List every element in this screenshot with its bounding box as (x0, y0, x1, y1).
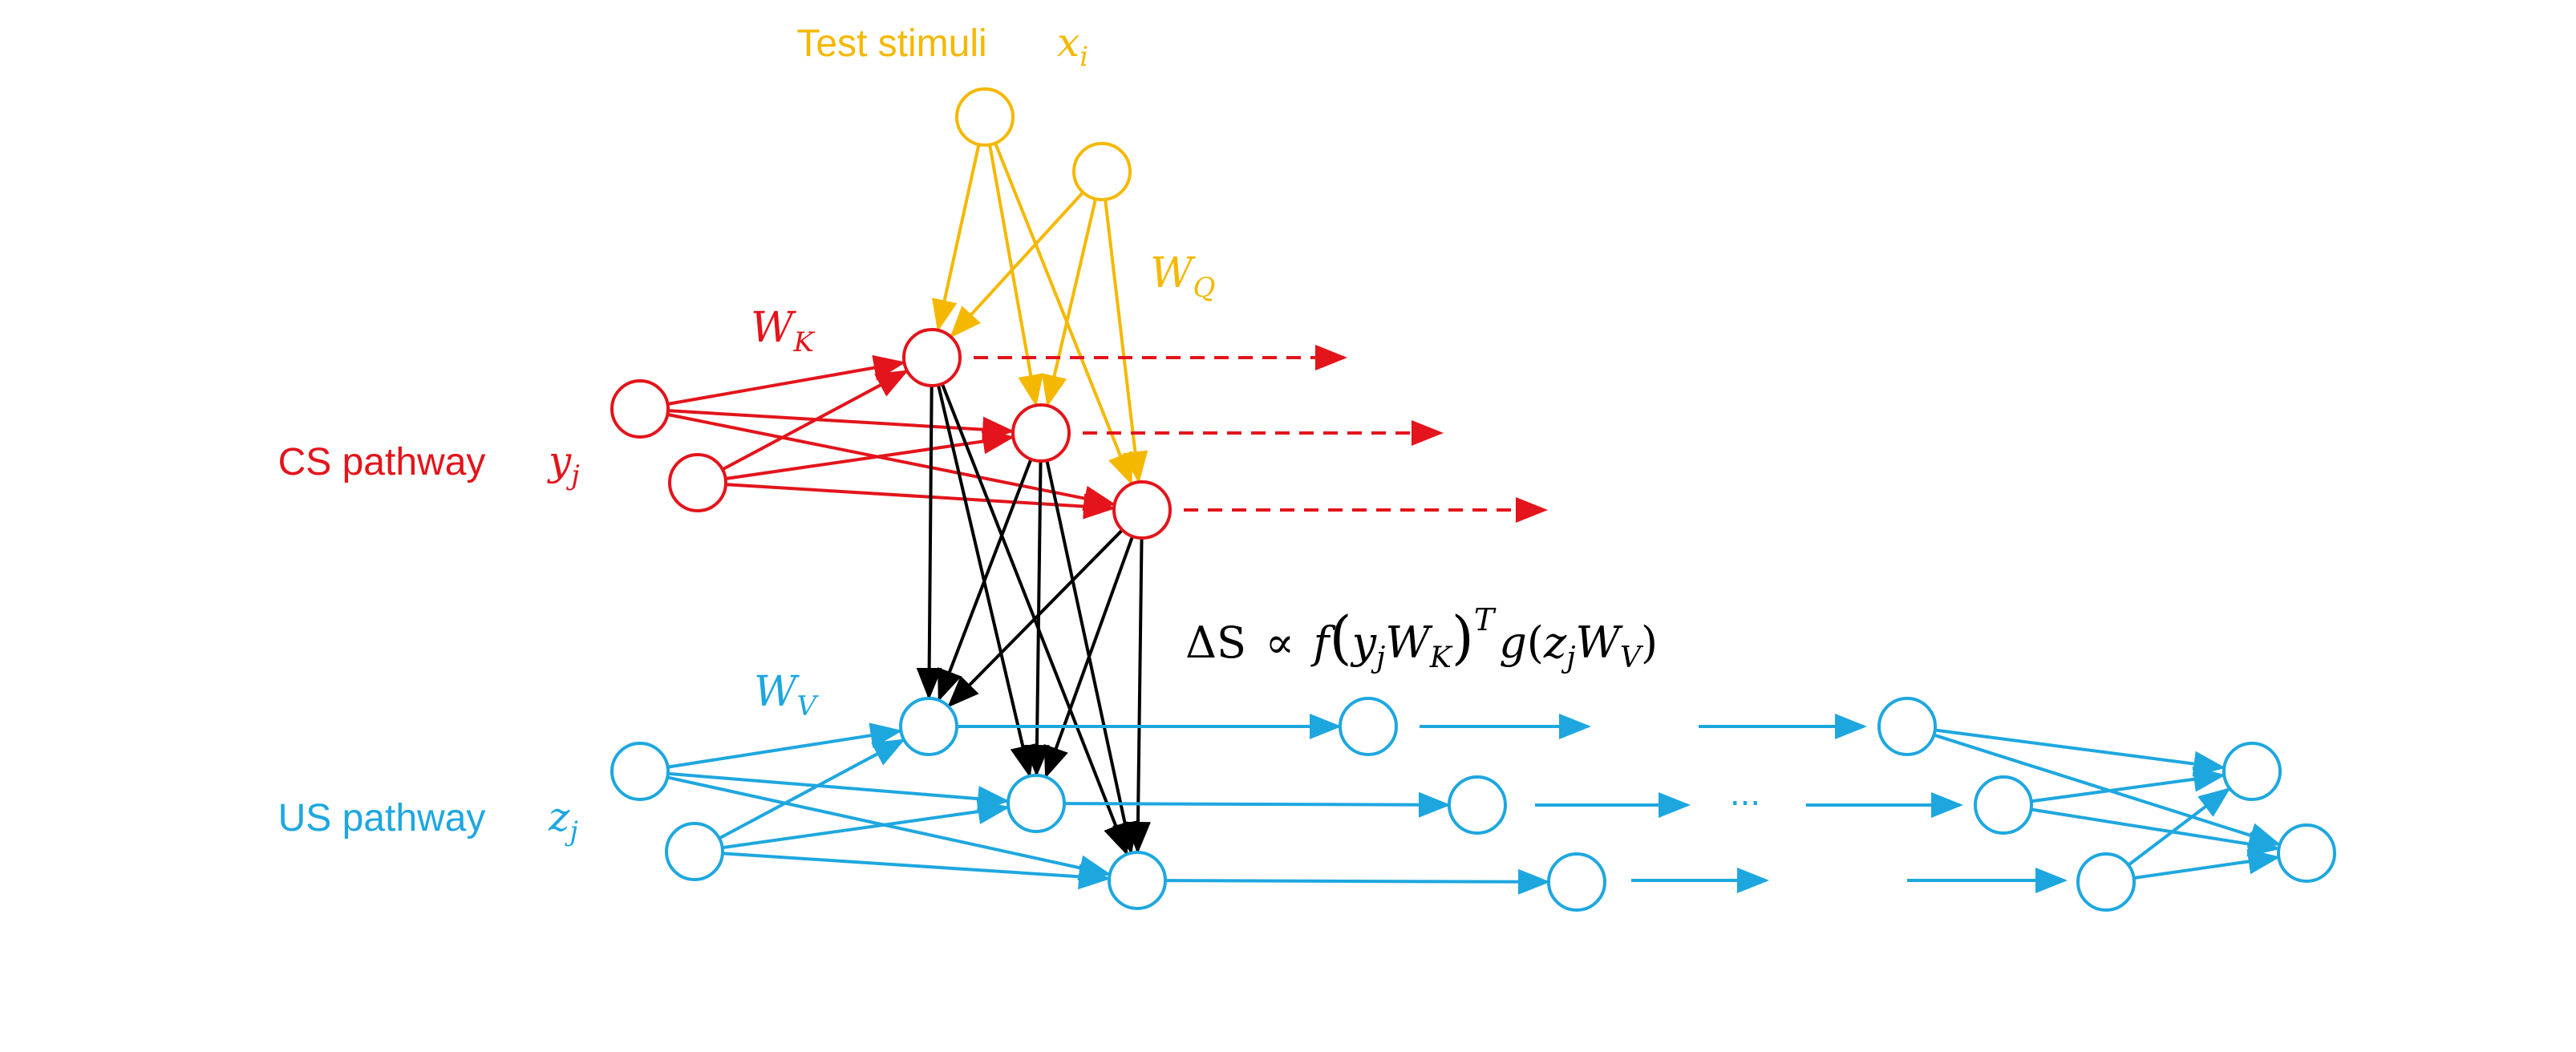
wv-weight-label: WV (754, 668, 819, 722)
cs-to-us-connections (916, 383, 1151, 856)
connection-arrow (916, 386, 942, 701)
connection-arrow (994, 143, 1133, 486)
connection-arrow (1165, 868, 1551, 895)
cs-pathway-label: CS pathway (278, 441, 486, 484)
us-pathway-variable: zj (548, 794, 578, 848)
node-b3 (2076, 852, 2136, 912)
node-x1 (955, 87, 1015, 147)
connection-arrow (1104, 200, 1148, 484)
us-pathway-connections (667, 714, 2282, 895)
node-z2 (665, 822, 724, 881)
node-v1 (899, 697, 958, 756)
connection-arrow (1043, 536, 1134, 779)
node-z1 (610, 742, 670, 801)
connection-arrow (2128, 787, 2231, 866)
node-x2 (1072, 142, 1132, 201)
node-o2 (2277, 823, 2336, 883)
connection-arrow (950, 192, 1084, 338)
connection-arrow (726, 428, 1015, 480)
connection-arrow (722, 370, 909, 471)
connection-arrow (723, 799, 1011, 849)
node-k1 (902, 328, 962, 387)
node-y2 (668, 453, 727, 512)
node-b1 (1877, 697, 1937, 756)
connection-arrow (938, 459, 1033, 702)
connection-arrow (988, 145, 1043, 407)
connection-arrow (1064, 791, 1452, 818)
connection-arrow (932, 144, 981, 332)
node-a3 (1547, 852, 1606, 912)
ellipsis-label: ... (1730, 771, 1760, 813)
connection-arrow (726, 483, 1116, 520)
connection-arrow (2031, 807, 2281, 857)
node-b2 (1974, 775, 2033, 835)
connection-arrow (723, 852, 1112, 890)
connection-arrow (668, 771, 1011, 812)
node-a2 (1448, 775, 1507, 835)
network-nodes (610, 87, 2336, 912)
node-o1 (2222, 742, 2282, 801)
wq-weight-label: WQ (1150, 249, 1215, 304)
connection-arrow (1041, 199, 1097, 407)
connection-arrow (1935, 728, 2226, 777)
connection-arrow (1023, 461, 1050, 778)
node-k3 (1112, 480, 1172, 540)
node-a1 (1339, 697, 1398, 756)
node-y1 (610, 379, 670, 439)
wk-weight-label: WK (751, 304, 816, 358)
test-stimuli-label: Test stimuli (796, 22, 986, 65)
test-stimuli-connections (932, 143, 1148, 486)
cs-pathway-variable: yj (547, 438, 580, 492)
node-v3 (1108, 851, 1167, 910)
connection-arrow (2031, 766, 2226, 803)
connection-arrow (668, 354, 906, 406)
connection-arrow (668, 722, 903, 769)
test-stimuli-variable: xi (1057, 19, 1088, 73)
connection-arrow (668, 409, 1015, 443)
connection-arrow (719, 738, 905, 840)
cs-pathway-connections (667, 345, 1548, 523)
us-pathway-label: US pathway (278, 797, 486, 840)
connection-arrow (947, 529, 1124, 708)
node-v2 (1007, 774, 1066, 833)
connection-arrow (1124, 538, 1151, 855)
node-k2 (1011, 403, 1071, 463)
connection-arrow (2134, 848, 2281, 880)
